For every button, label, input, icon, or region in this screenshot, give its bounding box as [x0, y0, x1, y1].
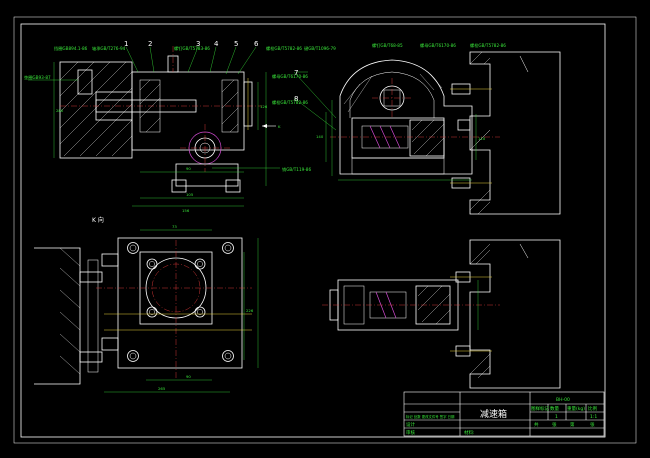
sheet-inner-border: [20, 23, 606, 438]
dimension: 90: [186, 166, 191, 171]
main-section-view: [53, 46, 267, 207]
title-block-title: 减速箱: [480, 408, 507, 420]
view-label-k: K 向: [92, 216, 104, 224]
callout-label: 螺钉GB/T5783-86: [174, 45, 210, 52]
part-number-1: 1: [124, 40, 128, 48]
dimension: 105: [186, 192, 194, 197]
title-block-header-cell: 比例: [588, 405, 597, 412]
dimension: 90: [186, 374, 191, 379]
title-block-value-cell: 1: [555, 414, 558, 420]
part-number-3: 3: [196, 40, 200, 48]
dimension: 265: [158, 386, 166, 391]
title-block: [403, 391, 605, 437]
callout-label: 垫圈GB93-87: [24, 74, 51, 81]
title-block-checker-row: 审核: [406, 429, 415, 436]
side-section-view: [325, 51, 561, 215]
title-block-revision-row: 标记 处数 更改文件号 签字 日期: [406, 414, 455, 419]
callout-label: 螺母GB/T6170-86: [272, 73, 308, 80]
k-arrow-label: K: [278, 124, 281, 129]
sheet-outer-border: [13, 16, 637, 444]
k-view: [34, 229, 259, 393]
dimension: 110: [478, 136, 486, 141]
part-number-2: 2: [148, 40, 152, 48]
dimension: 280: [56, 108, 64, 113]
dimension: 156: [182, 208, 190, 213]
title-block-designer-row: 设计: [406, 421, 415, 428]
title-block-sheet-cell: 共: [534, 421, 539, 428]
part-number-8: 8: [294, 95, 298, 103]
base-plate: [117, 237, 243, 369]
k-arrow: K: [262, 124, 281, 129]
part-leaders: [28, 46, 337, 169]
callout-label: 螺母GB/T6170-86: [420, 42, 456, 49]
callout-label: 挡圈GB894.1-86: [54, 45, 88, 52]
dimension: 126: [260, 104, 268, 109]
title-block-sheet-cell: 张: [590, 421, 595, 428]
title-block-value-cell: 1:1: [590, 414, 597, 420]
title-block-sheet-cell: 第: [570, 421, 575, 428]
callout-label: 螺钉GB/T68-85: [372, 42, 403, 49]
dimension: 140: [316, 134, 324, 139]
dimension: 73: [172, 224, 177, 229]
top-section-view: [322, 239, 561, 389]
callout-label: 螺栓GB/T5782-86: [470, 42, 506, 49]
title-block-sheet-cell: 张: [552, 421, 557, 428]
callout-label: 螺栓GB/T5782-86: [266, 45, 302, 52]
title-block-drawing-number: BH-00: [556, 397, 570, 403]
bearing-housing: [131, 71, 245, 151]
callout-label: 键GB/T1096-79: [304, 45, 336, 52]
title-block-header-cell: 数量: [550, 405, 559, 412]
part-number-4: 4: [214, 40, 219, 48]
callout-label: 销GB/T119-86: [282, 166, 311, 173]
callout-label: 轴承GB/T276-94: [92, 45, 126, 52]
part-number-7: 7: [294, 69, 298, 77]
title-block-header-cell: 图样标记: [531, 405, 549, 412]
part-number-6: 6: [254, 40, 259, 48]
title-block-header-cell: 重量(kg): [567, 405, 585, 412]
dimension: 226: [246, 308, 254, 313]
title-block-material: 材料:: [464, 429, 475, 436]
callout-label: 螺栓GB/T5782-86: [272, 99, 308, 106]
part-number-5: 5: [234, 40, 238, 48]
